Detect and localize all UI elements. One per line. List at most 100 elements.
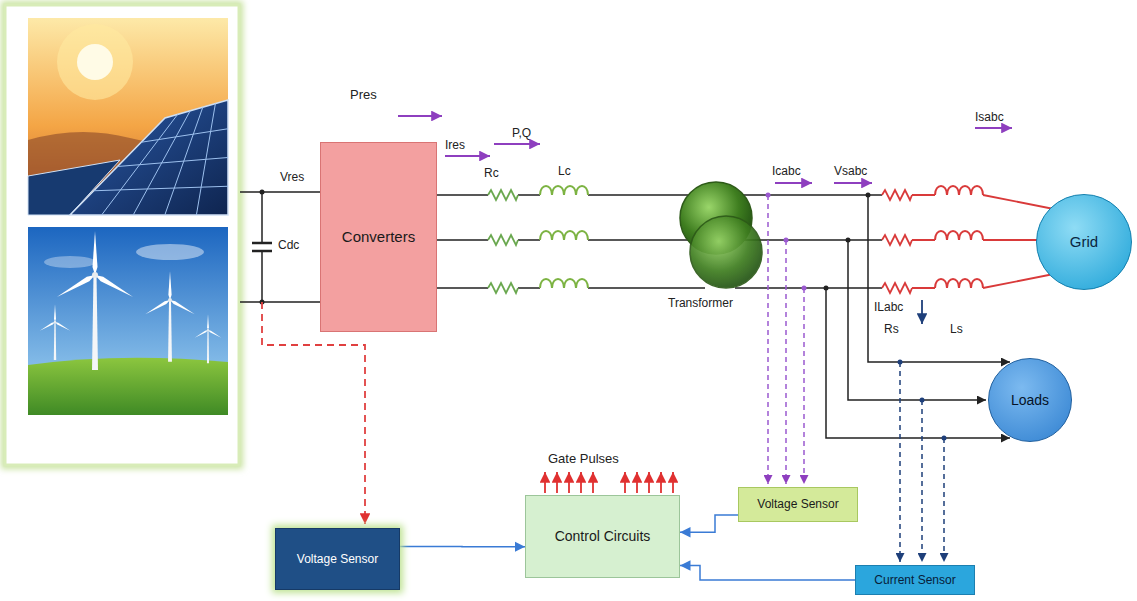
line-inductor-symbol xyxy=(935,279,983,288)
load-feed-wires xyxy=(868,195,1010,362)
photo-frame xyxy=(5,5,239,465)
dc-link-wires xyxy=(252,243,272,251)
node-text: Loads xyxy=(1011,392,1049,409)
gate-pulse-arrows xyxy=(544,472,546,493)
voltage-label: Vsabc xyxy=(834,164,867,178)
current-sense-lines xyxy=(899,362,901,562)
node-text: Control Circuits xyxy=(555,528,651,545)
resistor-symbol xyxy=(488,190,518,293)
gate-pulse-arrows xyxy=(624,472,626,493)
capacitance-label: Cdc xyxy=(278,238,299,252)
flow-arrows xyxy=(398,115,442,117)
voltage-sensor-box: Voltage Sensor xyxy=(275,528,400,590)
sense-dots xyxy=(802,286,807,291)
flow-arrows xyxy=(834,182,872,184)
sense-dots xyxy=(766,193,807,291)
wind-turbine-photo xyxy=(144,271,195,361)
wind-turbine-photo xyxy=(28,358,228,415)
line-inductor-symbol xyxy=(935,186,983,195)
loads-circle: Loads xyxy=(988,358,1072,442)
line-inductor-symbol xyxy=(935,231,983,240)
load-current-arrow xyxy=(921,300,923,324)
current-sensor-box: Current Sensor xyxy=(855,565,975,595)
sense-dots xyxy=(898,360,947,441)
converter-box: Converters xyxy=(320,142,437,332)
solar-panel-photo xyxy=(70,100,228,215)
inductor-symbol xyxy=(540,186,588,195)
wind-turbine-photo xyxy=(39,304,70,360)
voltage-sense-lines xyxy=(767,195,769,484)
current-label: Icabc xyxy=(772,164,801,178)
wind-turbine-photo xyxy=(136,244,204,260)
current-sense-lines xyxy=(921,400,923,562)
gate-pulse-arrows xyxy=(660,472,662,493)
voltage-sensor-box: Voltage Sensor xyxy=(738,487,858,522)
flow-arrows xyxy=(975,127,1012,129)
solar-panel-photo xyxy=(77,44,113,80)
grid-circle: Grid xyxy=(1036,194,1132,290)
current-sense-lines xyxy=(943,438,945,562)
gate-pulse-arrows xyxy=(556,472,558,493)
voltage-sense-lines xyxy=(768,195,804,484)
dc-link-wires xyxy=(240,192,320,302)
node-text: Current Sensor xyxy=(874,573,955,587)
resistor-symbol xyxy=(488,235,518,245)
line-inductor-symbol xyxy=(935,186,983,288)
node-text: Grid xyxy=(1070,233,1098,251)
flow-arrows xyxy=(494,143,540,145)
sense-dots xyxy=(942,436,947,441)
inductor-symbol xyxy=(540,279,588,288)
voltage-sense-lines xyxy=(785,240,787,484)
resistance-label: Rc xyxy=(484,166,499,180)
flow-arrows xyxy=(445,155,490,157)
photo-frame xyxy=(5,5,239,465)
transformer-symbol xyxy=(680,182,762,288)
wind-turbine-photo xyxy=(194,315,222,364)
solar-panel-photo xyxy=(28,18,228,215)
flow-arrows xyxy=(398,116,1012,183)
solar-panel-photo xyxy=(94,104,228,215)
line-resistor-symbol xyxy=(882,190,912,200)
current-label: Ires xyxy=(445,138,465,152)
node-text: Voltage Sensor xyxy=(757,497,838,511)
current-sense-lines xyxy=(900,362,944,562)
load-feed-wires xyxy=(848,240,986,400)
gate-pulse-arrows xyxy=(636,472,638,493)
transformer-symbol xyxy=(690,216,762,288)
load-current-arrow xyxy=(921,300,923,324)
sense-dots xyxy=(898,360,903,365)
sense-dots xyxy=(766,193,771,198)
dc-voltage-sense-line xyxy=(262,302,365,524)
wind-turbine-photo xyxy=(44,256,96,268)
junction-dots xyxy=(866,193,871,198)
junction-dots xyxy=(824,286,829,291)
load-feed-wires xyxy=(826,195,1010,438)
junction-dots xyxy=(824,193,871,291)
power-label: Pres xyxy=(350,88,377,102)
photo-frame xyxy=(5,5,239,465)
resistor-symbol xyxy=(488,283,518,293)
resistance-label: Rs xyxy=(884,322,899,336)
wind-turbine-photo xyxy=(28,227,228,415)
node-text: Voltage Sensor xyxy=(297,552,378,566)
gate-pulse-arrows xyxy=(545,472,673,493)
gate-pulse-arrows xyxy=(648,472,650,493)
dc-voltage-sense-line xyxy=(262,302,365,524)
sense-dots xyxy=(920,398,925,403)
transformer-label: Transformer xyxy=(668,296,733,310)
line-resistor-symbol xyxy=(882,283,912,293)
inductor-symbol xyxy=(540,186,588,288)
inductance-label: Lc xyxy=(558,164,571,178)
signal-connector xyxy=(680,566,855,580)
solar-panel-photo xyxy=(28,18,228,215)
junction-dots xyxy=(846,238,851,243)
gate-pulse-arrows xyxy=(672,472,674,493)
control-circuit-box: Control Circuits xyxy=(525,495,680,578)
line-resistor-symbol xyxy=(882,190,912,293)
junction-dots xyxy=(260,190,265,195)
junction-dots xyxy=(260,190,265,305)
gate-pulse-arrows xyxy=(580,472,582,493)
line-resistor-symbol xyxy=(882,235,912,245)
inductor-symbol xyxy=(540,231,588,240)
